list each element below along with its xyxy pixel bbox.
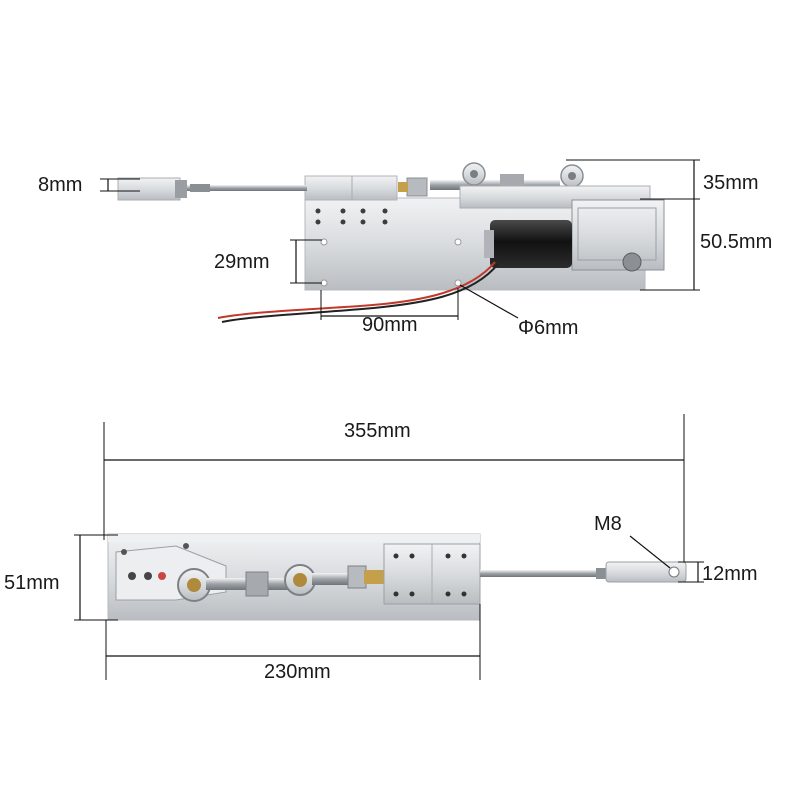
dim-hole-diameter: Φ6mm: [459, 284, 578, 339]
wire-red: [217, 261, 496, 319]
side-push-rod: [480, 570, 602, 577]
motor: [490, 220, 572, 268]
gearbox: [571, 199, 665, 271]
label-50-5mm: 50.5mm: [700, 231, 772, 253]
dim-linkage-height: 35mm: [566, 159, 759, 200]
dim-rod-end-height: 8mm: [38, 174, 140, 196]
label-29mm: 29mm: [214, 251, 270, 273]
rod-nut: [406, 177, 428, 197]
top-view: 8mm 35mm 50.5mm 29mm 90mm: [38, 159, 772, 339]
m8-hole: [668, 566, 680, 578]
mounting-holes: [315, 208, 388, 225]
wire-black: [221, 263, 499, 323]
plate-hole-right: [454, 238, 462, 246]
dim-thread: M8: [594, 513, 671, 569]
side-rod-end: [605, 561, 687, 583]
label-12mm: 12mm: [702, 563, 758, 585]
dim-rod-end-height-side: 12mm: [678, 561, 758, 585]
dim-hole-spacing-vertical: 29mm: [214, 239, 322, 284]
linkage-arm: [430, 180, 560, 190]
label-8mm: 8mm: [38, 174, 82, 196]
rod-end-fitting: [117, 177, 181, 201]
front-block: [304, 175, 398, 201]
label-phi-6mm: Φ6mm: [518, 317, 578, 339]
dim-body-height: 51mm: [4, 534, 118, 621]
label-355mm: 355mm: [344, 420, 411, 442]
label-m8: M8: [594, 513, 622, 535]
rod-thread: [190, 184, 210, 192]
dim-hole-spacing-horizontal: 90mm: [320, 288, 459, 336]
gearbox-shaft: [622, 252, 642, 272]
dim-body-length: 230mm: [105, 604, 481, 683]
plate-hole-left: [320, 238, 328, 246]
label-51mm: 51mm: [4, 572, 60, 594]
dim-motor-height: 50.5mm: [640, 199, 772, 291]
label-230mm: 230mm: [264, 661, 331, 683]
side-view: 355mm 51mm 230mm M8 12mm: [4, 414, 758, 683]
push-rod: [185, 185, 307, 191]
label-90mm: 90mm: [362, 314, 418, 336]
label-35mm: 35mm: [703, 172, 759, 194]
dim-total-length: 355mm: [103, 414, 685, 562]
